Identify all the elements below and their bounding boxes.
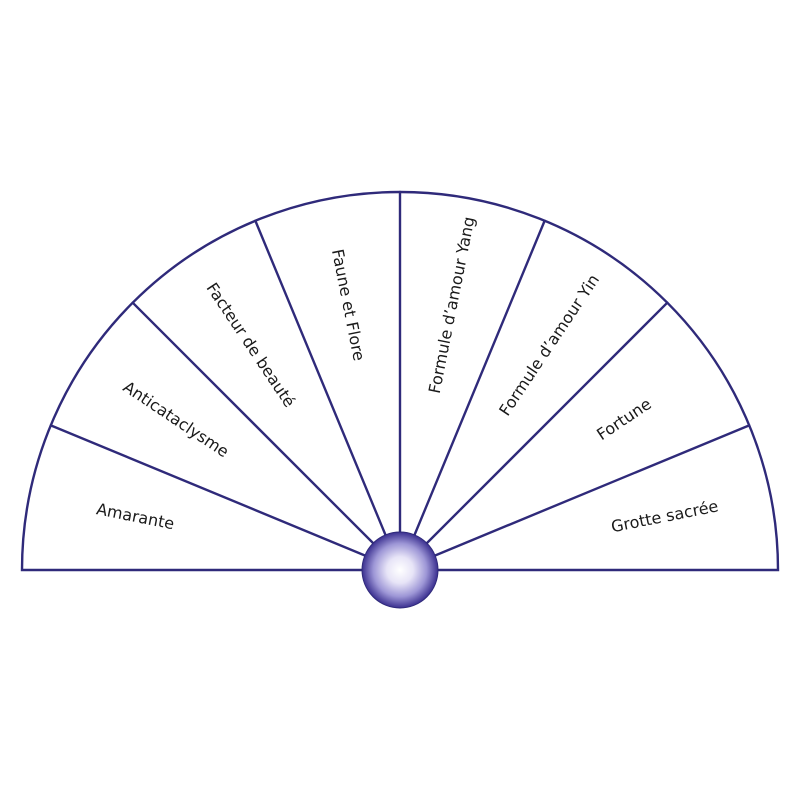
segment-divider-6: [425, 301, 669, 545]
segment-dividers: [49, 190, 751, 557]
segment-label-anticataclysme: Anticataclysme: [120, 377, 233, 461]
segment-label-formule-amour-yang: Formule d’amour Yang: [425, 215, 479, 395]
segment-labels: Amarante Anticataclysme Facteur de beaut…: [95, 215, 720, 536]
segment-divider-3: [254, 219, 387, 537]
segment-divider-1: [49, 424, 367, 557]
segment-divider-2: [131, 301, 375, 545]
pendulum-center-sphere-icon: [361, 531, 439, 609]
segment-label-faune-et-flore: Faune et Flore: [328, 247, 369, 362]
semicircle-outline: [20, 190, 780, 572]
segment-label-grotte-sacree: Grotte sacrée: [609, 496, 719, 536]
segment-label-amarante: Amarante: [95, 499, 176, 533]
segment-label-fortune: Fortune: [593, 394, 655, 444]
segment-label-facteur-de-beaute: Facteur de beauté: [203, 279, 300, 410]
segment-label-formule-amour-yin: Formule d’amour Yin: [495, 271, 603, 419]
segment-divider-5: [413, 219, 546, 537]
segment-divider-7: [433, 424, 751, 557]
